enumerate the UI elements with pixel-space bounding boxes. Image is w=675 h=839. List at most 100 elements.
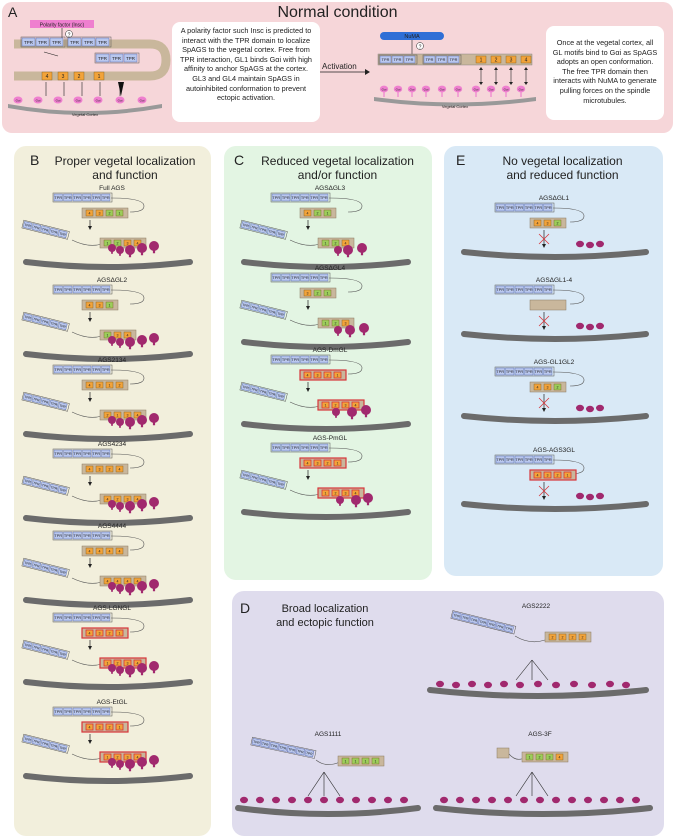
tpr-repeat (82, 531, 92, 540)
tpr-repeat (295, 747, 306, 756)
vegetal-cortex (23, 515, 193, 526)
arrow-head (509, 82, 513, 85)
gl-number: 2 (335, 242, 337, 246)
tpr-repeat (275, 391, 286, 401)
tpr-repeat (249, 303, 260, 312)
gl-motif (115, 381, 124, 389)
linker-loop (552, 371, 585, 387)
gai-anchor (366, 500, 370, 506)
gl-number: 4 (137, 414, 139, 418)
gai-protein (384, 796, 392, 804)
gai-protein (368, 796, 376, 804)
tpr-label: TPR (102, 534, 110, 538)
tpr-domain (422, 54, 462, 65)
tpr-repeat (63, 531, 73, 540)
gai-protein (596, 322, 604, 330)
truncated-tpr (496, 747, 510, 759)
gl-motif (85, 381, 94, 389)
tpr-repeat (49, 741, 59, 750)
tpr-repeat (304, 749, 315, 758)
gai-label: Gαi (118, 99, 123, 103)
gai-protein (436, 680, 444, 688)
tpr-label: TPR (64, 616, 72, 620)
tpr-repeat (91, 365, 101, 374)
tpr-repeat (423, 55, 436, 64)
construct-name: AGS-PmGL (313, 435, 348, 442)
tpr-label: TPR (506, 206, 514, 210)
tpr-label: TPR (24, 315, 32, 321)
vegetal-cortex (8, 104, 162, 115)
tpr-label: TPR (272, 196, 280, 200)
tpr-domain (239, 299, 288, 320)
gl-motif (558, 633, 567, 641)
tpr-repeat (22, 559, 33, 568)
gai-anchor (152, 668, 156, 674)
tpr-repeat (258, 305, 268, 314)
gai-protein (586, 323, 594, 331)
gai-anchor (128, 590, 132, 596)
tpr-repeat (533, 285, 543, 294)
tpr-label: TPR (64, 368, 72, 372)
tpr-repeat (31, 395, 42, 404)
tpr-label: TPR (73, 196, 81, 200)
tpr-label: TPR (544, 370, 552, 374)
tpr-label: TPR (310, 196, 318, 200)
vegetal-cortex (23, 351, 193, 362)
tpr-repeat (57, 321, 68, 331)
construct-name: AGS2222 (522, 603, 551, 610)
tpr-repeat (35, 37, 50, 47)
gl-number: 1 (327, 212, 329, 216)
tpr-label: TPR (54, 534, 62, 538)
tpr-domain (52, 364, 113, 375)
gai-protein (149, 661, 159, 671)
tpr-repeat (495, 622, 506, 631)
gai-protein (125, 759, 135, 769)
tpr-repeat (505, 203, 515, 212)
cortex-label-2: Vegetal Cortex (442, 104, 468, 109)
gl-motif (115, 209, 124, 217)
gl-number: 4 (137, 242, 139, 246)
tpr-domain (20, 36, 66, 48)
gl-motif (323, 209, 332, 217)
tpr-label: TPR (64, 288, 72, 292)
gl-number: 3 (127, 662, 129, 666)
gl-motif (113, 753, 122, 761)
construct-name: AGS-AGS3GL (533, 447, 575, 454)
tpr-label: TPR (24, 561, 32, 567)
tpr-label: TPR (515, 206, 523, 210)
construct-name: AGS4234 (98, 441, 127, 448)
tpr-repeat (391, 55, 404, 64)
gl-motif (105, 465, 114, 473)
gai-anchor (119, 672, 121, 676)
gl-number: 2 (78, 74, 81, 80)
gai-protein (125, 417, 135, 427)
gai-anchor (337, 252, 339, 256)
tpr-repeat (53, 285, 63, 294)
tpr-domain (270, 272, 331, 283)
tpr-repeat (309, 193, 319, 202)
gl-motif (115, 629, 124, 637)
tpr-label: TPR (496, 370, 504, 374)
gai-protein (606, 680, 614, 688)
gl-number: 2 (109, 212, 111, 216)
tpr-label: TPR (310, 358, 318, 362)
gai-protein (149, 413, 159, 423)
tpr-repeat (72, 613, 82, 622)
tpr-repeat (319, 193, 329, 202)
gl-number: 4 (137, 662, 139, 666)
tpr-repeat (258, 225, 268, 234)
tpr-repeat (22, 477, 33, 486)
gl-motif (303, 209, 312, 217)
tpr-repeat (72, 193, 82, 202)
gl-number: 2 (495, 58, 498, 64)
gl-number: 4 (137, 756, 139, 760)
insc-bar (30, 20, 94, 28)
tpr-label: TPR (41, 399, 49, 405)
tpr-label: TPR (54, 368, 62, 372)
gai-anchor (152, 762, 156, 768)
